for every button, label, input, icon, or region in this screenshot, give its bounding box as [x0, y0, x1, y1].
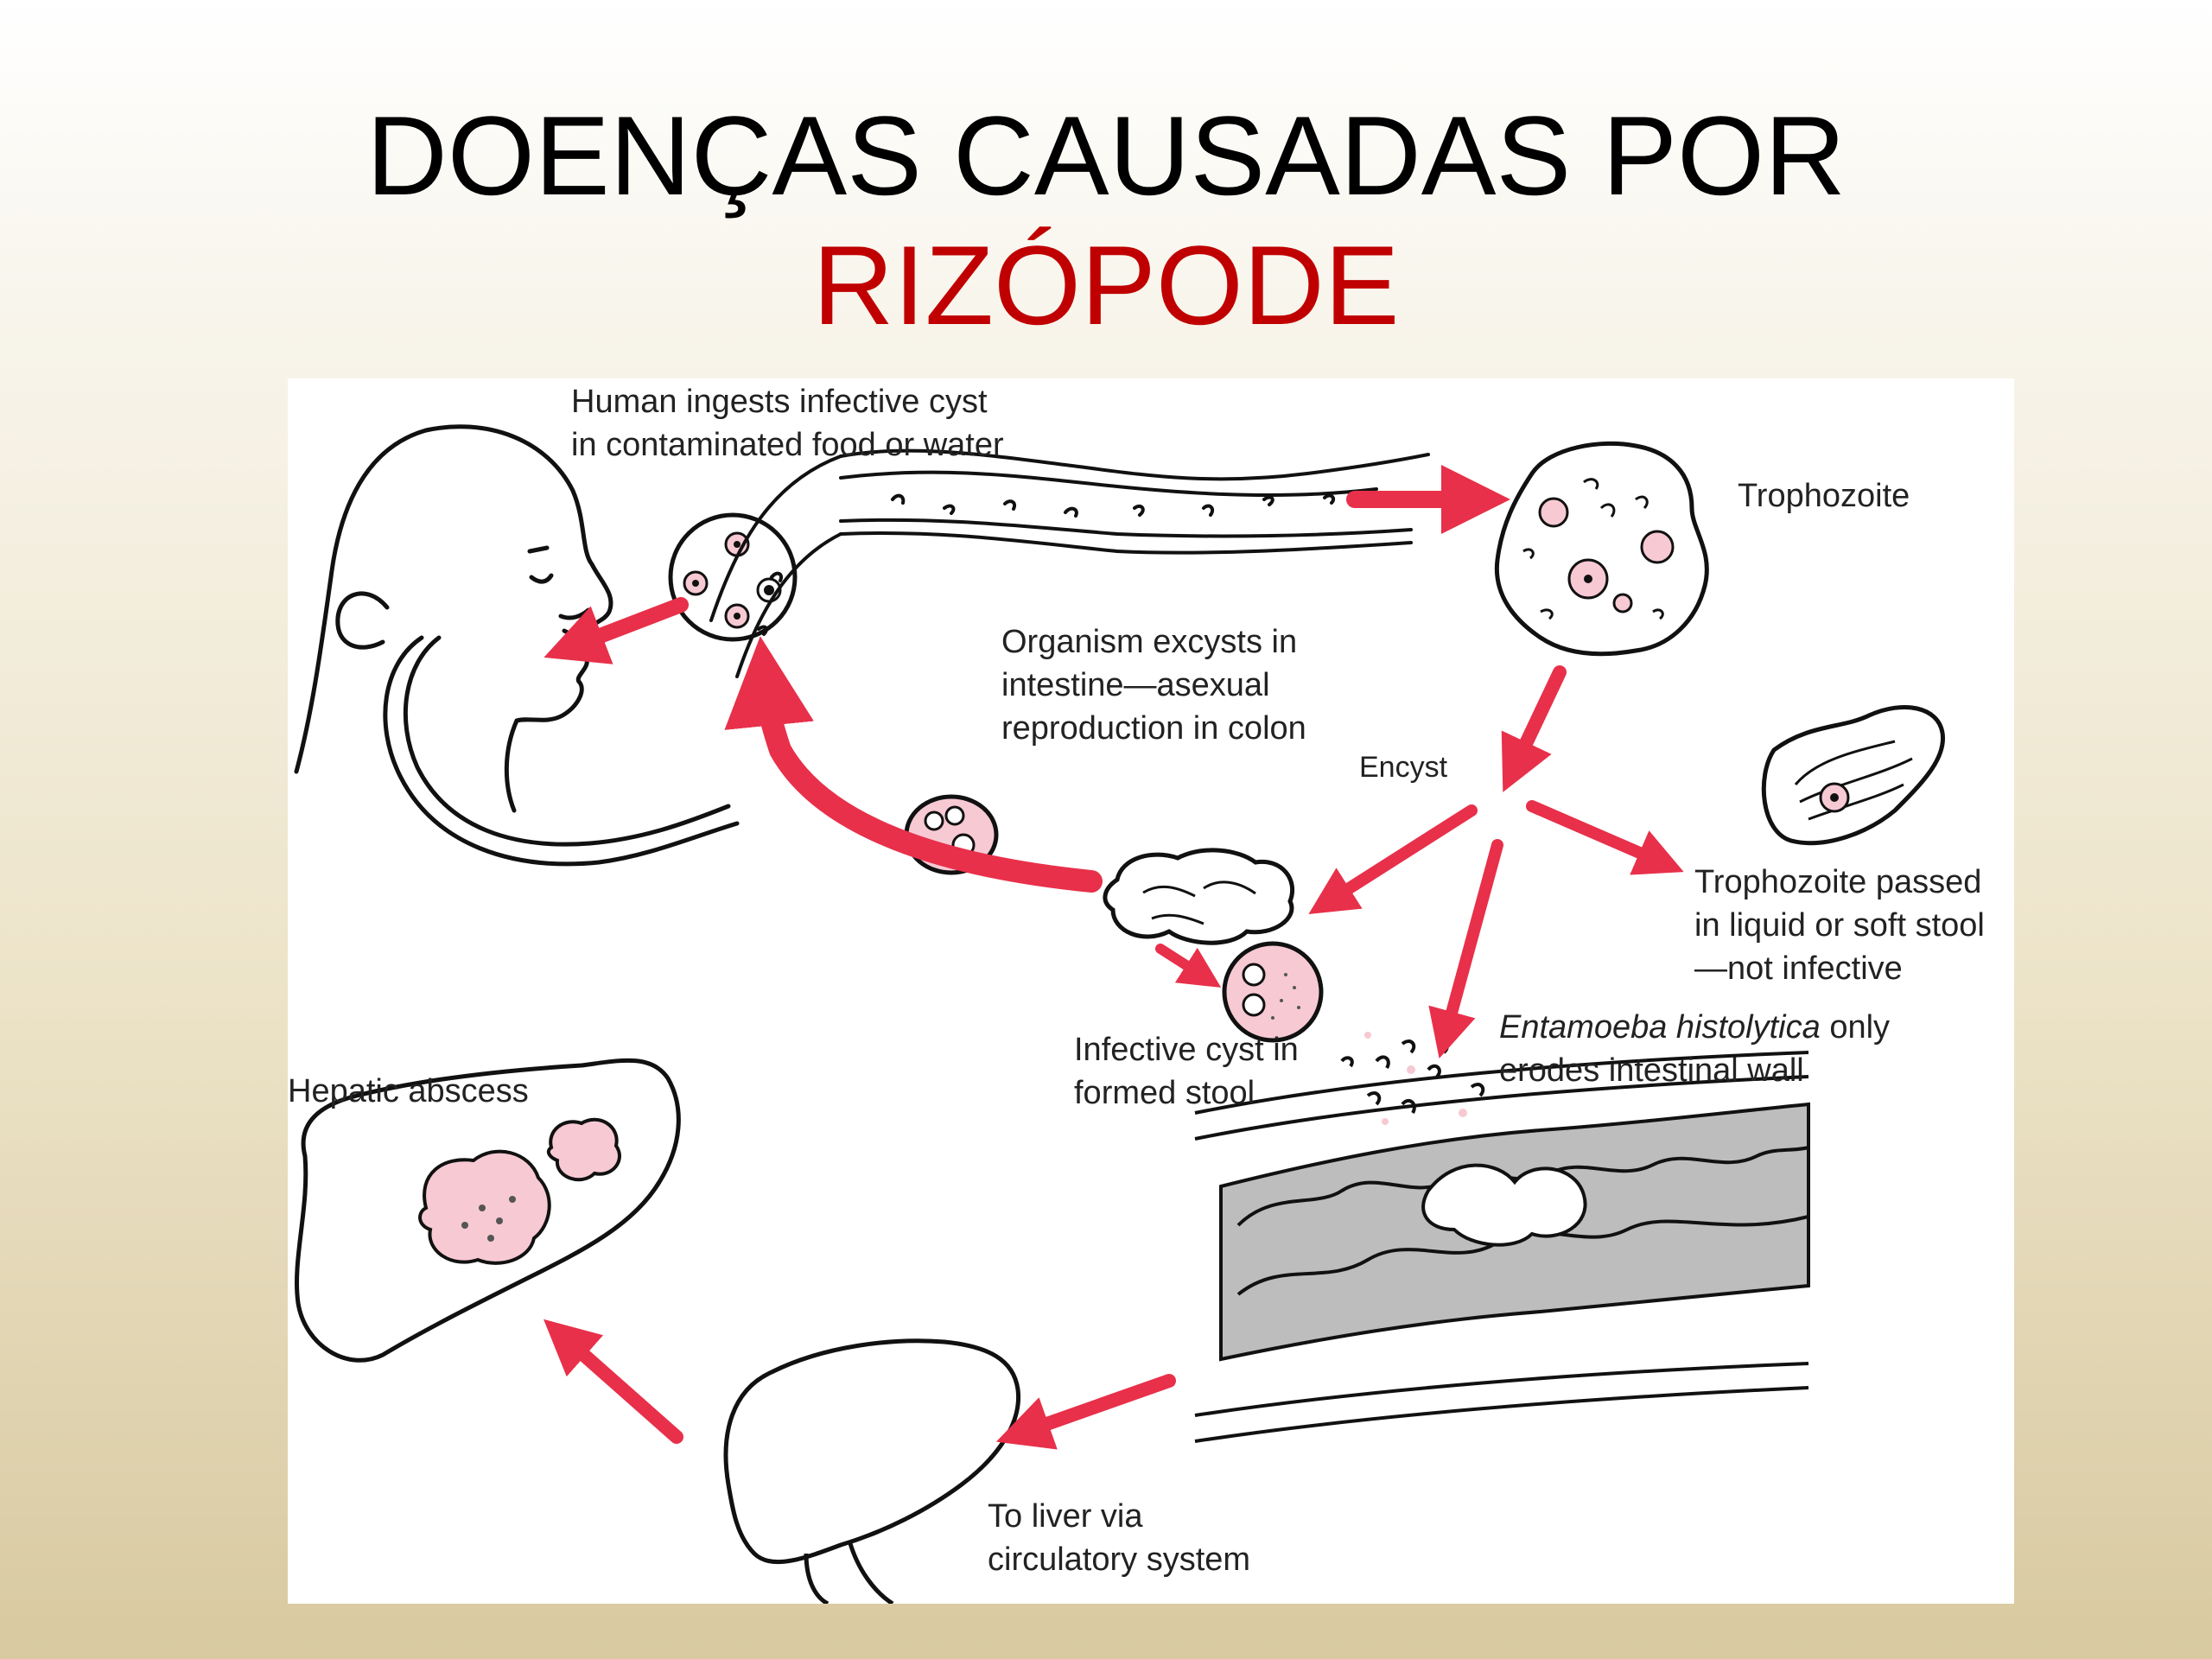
hepatic-abscess-liver-drawing [295, 1058, 681, 1363]
passed-trophozoite-drawing [1761, 704, 1946, 846]
label-organism-excysts: Organism excysts in intestine—asexual re… [1001, 624, 1306, 747]
diagram-illustration [294, 424, 1946, 1604]
label-to-liver: To liver via circulatory system [988, 1498, 1251, 1578]
entamoeba-species-name: Entamoeba histolytica [1499, 1009, 1821, 1046]
trophozoite-drawing [1494, 441, 1709, 657]
stool-drawing [1103, 848, 1295, 945]
arrow-return-to-cyst [724, 636, 1103, 893]
label-human-ingests: Human ingests infective cyst in contamin… [571, 384, 1004, 463]
page-title: DOENÇAS CAUSADAS POR RIZÓPODE [0, 91, 2212, 350]
title-line-2: RIZÓPODE [812, 222, 1400, 348]
arrow-encyst-to-stool [1308, 804, 1478, 915]
arrow-liver-to-abscess [543, 1319, 683, 1444]
intestinal-wall-drawing [1194, 1032, 1810, 1443]
arrow-wall-to-liver [995, 1374, 1176, 1450]
arrow-trophozoite-to-encyst [1501, 665, 1567, 792]
intestine-drawing [709, 448, 1430, 678]
label-trophozoite: Trophozoite [1738, 478, 1910, 514]
lifecycle-arrows [543, 465, 1684, 1450]
label-encyst: Encyst [1359, 751, 1448, 784]
liver-drawing [723, 1338, 1021, 1604]
human-head-drawing [294, 424, 740, 867]
label-trophozoite-passed: Trophozoite passed in liquid or soft sto… [1694, 864, 1985, 987]
label-infective-cyst: Infective cyst in formed stool [1074, 1032, 1299, 1111]
arrow-cyst-to-mouth [543, 597, 689, 664]
ingested-cyst-drawing [668, 512, 798, 642]
label-entamoeba: Entamoeba histolytica only erodes intest… [1499, 1009, 1891, 1089]
label-hepatic-abscess: Hepatic abscess [288, 1073, 529, 1109]
life-cycle-diagram: Human ingests infective cyst in contamin… [288, 378, 2014, 1604]
arrow-stool-to-infective-cyst [1155, 944, 1222, 988]
infective-cyst-drawing [1222, 941, 1324, 1043]
title-line-1: DOENÇAS CAUSADAS POR [365, 92, 1847, 219]
arrow-encyst-to-passed [1526, 800, 1684, 875]
arrow-encyst-to-wall [1428, 839, 1503, 1059]
